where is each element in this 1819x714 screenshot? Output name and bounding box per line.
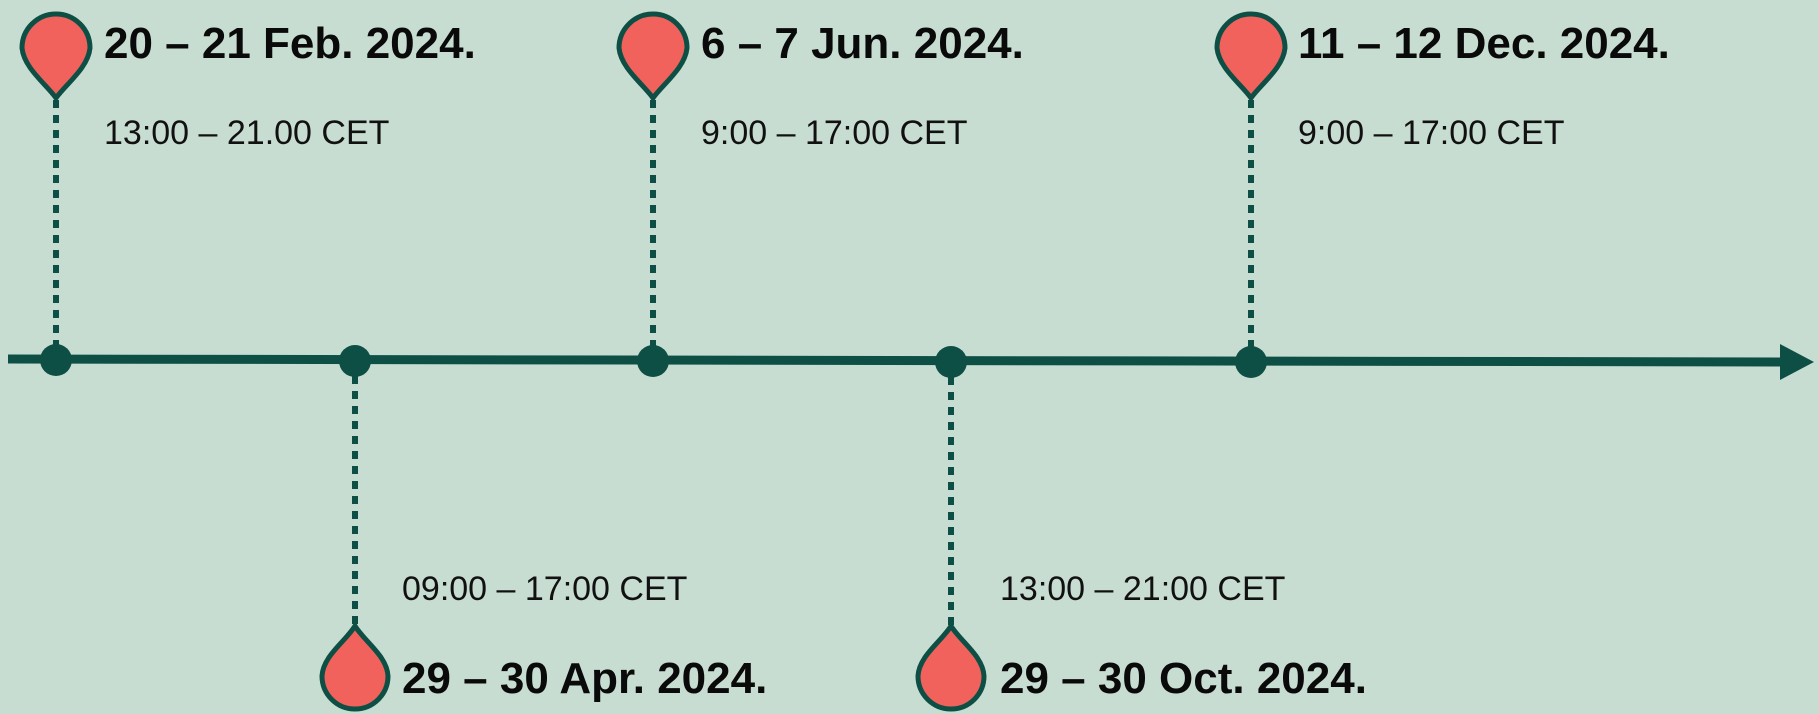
event-date-label: 29 – 30 Apr. 2024.	[402, 654, 768, 703]
map-pin-icon	[19, 11, 93, 103]
event-time-label: 13:00 – 21.00 CET	[104, 114, 390, 152]
event-date-label: 11 – 12 Dec. 2024.	[1298, 19, 1670, 68]
timeline-node-icon	[935, 346, 967, 378]
event-marker-5	[1214, 11, 1288, 378]
timeline-axis	[7, 354, 1786, 367]
timeline-node-icon	[637, 345, 669, 377]
event-time-label: 9:00 – 17:00 CET	[1298, 114, 1565, 152]
map-pin-icon	[616, 11, 690, 103]
event-marker-4	[915, 346, 987, 712]
event-date-label: 29 – 30 Oct. 2024.	[1000, 654, 1367, 703]
event-date-label: 20 – 21 Feb. 2024.	[104, 19, 476, 68]
timeline-node-icon	[1235, 346, 1267, 378]
event-time-label: 9:00 – 17:00 CET	[701, 114, 968, 152]
map-pin-icon	[915, 621, 987, 712]
event-date-label: 6 – 7 Jun. 2024.	[701, 19, 1024, 68]
event-time-label: 09:00 – 17:00 CET	[402, 570, 688, 608]
event-marker-1	[19, 11, 93, 376]
event-time-label: 13:00 – 21:00 CET	[1000, 570, 1286, 608]
timeline-node-icon	[339, 345, 371, 377]
event-marker-2	[319, 345, 391, 712]
timeline-node-icon	[40, 344, 72, 376]
map-pin-icon	[319, 621, 391, 712]
event-marker-3	[616, 11, 690, 377]
arrowhead-icon	[1780, 344, 1814, 380]
map-pin-icon	[1214, 11, 1288, 103]
